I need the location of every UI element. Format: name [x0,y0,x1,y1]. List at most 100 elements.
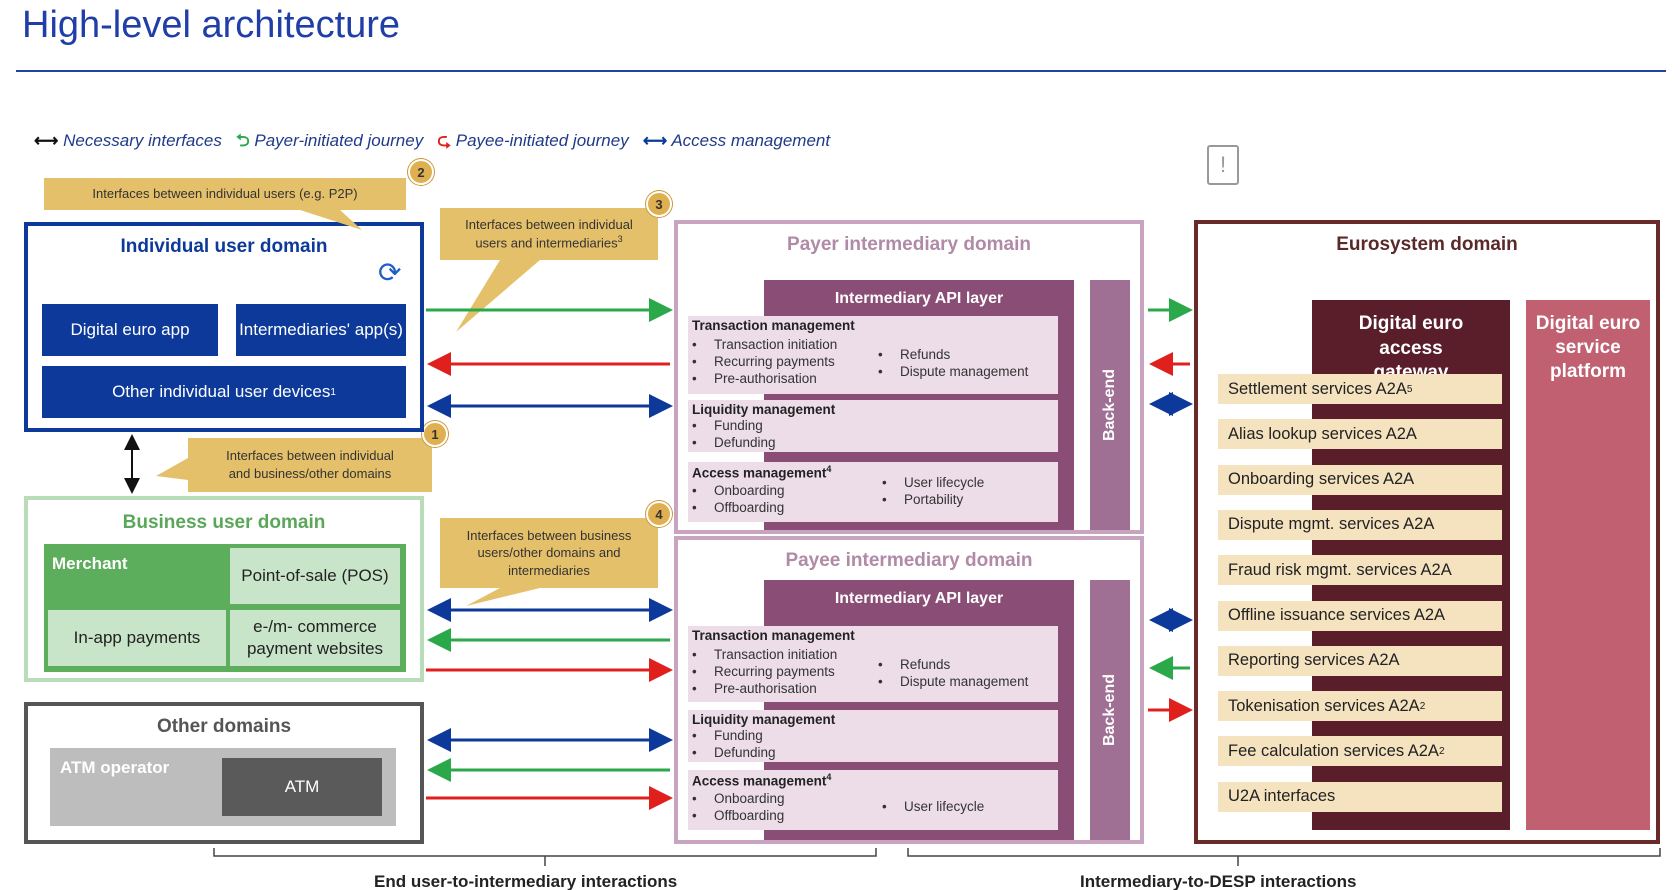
legend-access: Access management [671,131,831,150]
payee-api-title: Intermediary API layer [834,590,1004,607]
payer-tx-left-list: Transaction initiation Recurring payment… [692,336,837,387]
intermediaries-apps: Intermediaries' app(s) [236,304,406,356]
payer-liquidity-mgmt: Liquidity management Funding Defunding [688,400,1058,452]
payer-transaction-mgmt: Transaction management Transaction initi… [688,316,1058,394]
legend-necessary: Necessary interfaces [63,131,222,150]
service-item: Dispute mgmt. services A2A [1218,509,1502,540]
service-footnote: 2 [1438,745,1445,757]
bracket-right [907,848,1661,866]
refresh-icon: ⟳ [378,257,402,288]
bracket-left [213,848,877,866]
payee-acc-right-list: User lifecycle [882,798,984,815]
atm-operator-label: ATM operator [60,758,170,777]
merchant-label: Merchant [52,554,128,573]
service-label: Alias lookup services A2A [1228,424,1417,443]
service-label: U2A interfaces [1228,787,1336,806]
payer-domain-title: Payer intermediary domain [787,234,1031,255]
blue-double-arrow-icon: ⟷ [642,131,668,150]
black-double-arrow-icon: ⟷ [34,131,59,150]
list-item: User lifecycle [882,474,984,491]
callout-3-sup: 3 [617,234,623,245]
list-item: Transaction initiation [692,336,837,353]
inapp-box: In-app payments [48,610,226,666]
individual-domain-title: Individual user domain [120,236,328,257]
payer-acc-title-wrap: Access management4 [692,464,1054,481]
list-item: Pre-authorisation [692,680,837,697]
service-label: Onboarding services A2A [1228,470,1415,489]
callout-individual-intermediaries: Interfaces between individual users and … [440,208,658,260]
list-item: Offboarding [692,807,785,824]
payee-tx-right-list: Refunds Dispute management [878,656,1028,690]
callout-3-line2: users and intermediaries [475,235,618,251]
list-item: Recurring payments [692,663,837,680]
list-item: Funding [692,417,1054,434]
payee-access-mgmt: Access management4 Onboarding Offboardin… [688,770,1058,830]
payer-intermediary-domain: Payer intermediary domain Intermediary A… [674,220,1144,534]
service-footnote: 2 [1419,700,1426,712]
payer-access-mgmt: Access management4 Onboarding Offboardin… [688,462,1058,522]
other-devices-sup: 1 [330,386,336,398]
callout-4-line3: intermediaries [508,562,590,578]
callout-4-line2: users/other domains and [477,545,621,561]
payee-intermediary-domain: Payee intermediary domain Intermediary A… [674,536,1144,844]
callout-4-tail [466,588,540,606]
callout-individual-business: Interfaces between individual and busine… [188,438,432,492]
list-item: Offboarding [692,499,785,516]
badge-4: 4 [646,501,672,527]
merchant-panel: Merchant Point-of-sale (POS) In-app paym… [44,544,406,672]
service-footnote: 5 [1406,383,1413,395]
payer-backend: Back-end [1090,280,1130,530]
list-item: User lifecycle [882,798,984,815]
payer-acc-left-list: Onboarding Offboarding [692,482,785,516]
list-item: Pre-authorisation [692,370,837,387]
service-label: Fraud risk mgmt. services A2A [1228,560,1452,579]
business-user-domain: Business user domain Merchant Point-of-s… [24,496,424,682]
list-item: Funding [692,727,1054,744]
eurosystem-domain: Eurosystem domain Digital euro access ga… [1194,220,1660,844]
list-item: Refunds [878,656,1028,673]
callout-3-line2-wrap: users and intermediaries3 [475,233,622,252]
payee-acc-title-wrap: Access management4 [692,772,1054,789]
badge-3: 3 [646,191,672,217]
payee-tx-title: Transaction management [692,628,855,643]
service-label: Reporting services A2A [1228,651,1400,670]
bottom-label-left: End user-to-intermediary interactions [374,872,678,890]
list-item: Dispute management [878,673,1028,690]
payer-liq-title: Liquidity management [692,402,836,417]
red-loop-arrow-icon: ⮎ [437,131,452,150]
list-item: Refunds [878,346,1028,363]
list-item: Portability [882,491,984,508]
payer-acc-right-list: User lifecycle Portability [882,474,984,508]
callout-2-tail [300,210,362,230]
ecommerce-box: e-/m- commerce payment websites [230,610,400,666]
callout-1-line1: Interfaces between individual [226,448,394,464]
individual-user-domain: Individual user domain ⟳ Digital euro ap… [24,222,424,432]
payer-acc-sup: 4 [826,464,832,474]
badge-2: 2 [408,159,434,185]
payee-backend: Back-end [1090,580,1130,840]
other-devices-label: Other individual user devices [112,381,331,401]
list-item: Defunding [692,434,1054,451]
legend-payee: Payee-initiated journey [455,131,629,150]
service-label: Dispute mgmt. services A2A [1228,515,1435,534]
callout-1-line2: and business/other domains [228,466,392,481]
list-item: Dispute management [878,363,1028,380]
payee-domain-title: Payee intermediary domain [785,550,1033,571]
service-item: Offline issuance services A2A [1218,600,1502,631]
service-label: Offline issuance services A2A [1228,606,1446,624]
service-label: Tokenisation services A2A [1228,696,1420,715]
service-platform: Digital euro service platform [1526,300,1650,830]
payer-liq-list: Funding Defunding [692,417,1054,451]
payee-liquidity-mgmt: Liquidity management Funding Defunding [688,710,1058,762]
pos-box: Point-of-sale (POS) [230,548,400,604]
legend: ⟷ Necessary interfaces ⮌ Payer-initiated… [34,128,830,157]
payee-acc-left-list: Onboarding Offboarding [692,790,785,824]
callout-business-intermediaries: Interfaces between business users/other … [440,518,658,588]
payee-liq-list: Funding Defunding [692,727,1054,761]
service-item: Fraud risk mgmt. services A2A [1218,555,1502,586]
list-item: Transaction initiation [692,646,837,663]
page-title: High-level architecture [22,4,401,46]
